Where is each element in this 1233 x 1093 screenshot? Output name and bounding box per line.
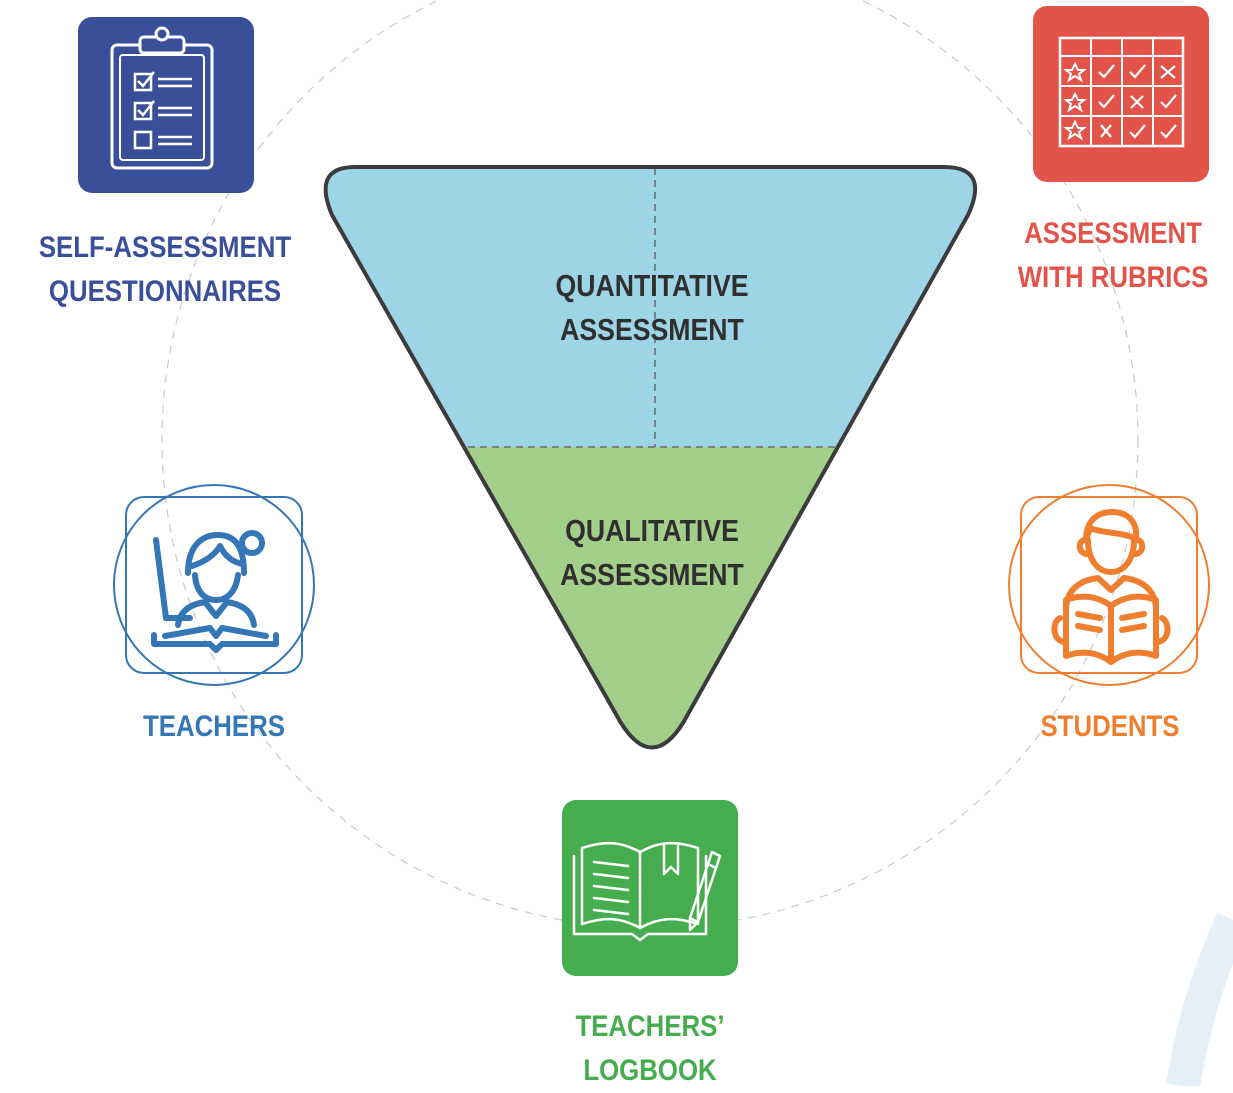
clipboard-checklist-icon [78, 17, 254, 193]
rubrics-label: ASSESSMENT WITH RUBRICS [1010, 212, 1216, 300]
student-reading-icon [1008, 484, 1210, 686]
decorative-arc [1166, 912, 1233, 1089]
self-assessment-line2: QUESTIONNAIRES [48, 275, 282, 308]
qualitative-section [325, 447, 976, 748]
students-label: STUDENTS [1015, 705, 1204, 749]
self-assessment-line1: SELF-ASSESSMENT [38, 231, 292, 264]
triangle-body [325, 167, 976, 748]
logbook-line2: LOGBOOK [583, 1054, 717, 1087]
logbook-line1: TEACHERS’ [575, 1010, 725, 1043]
students-line1: STUDENTS [1040, 710, 1180, 743]
teachers-label: TEACHERS [119, 705, 308, 749]
rubric-grid-icon [1033, 6, 1209, 182]
qualitative-label: QUALITATIVE ASSESSMENT [523, 509, 781, 597]
rubrics-line2: WITH RUBRICS [1017, 261, 1209, 294]
teacher-icon [113, 484, 315, 686]
quantitative-line2: ASSESSMENT [560, 312, 744, 347]
qualitative-line2: ASSESSMENT [560, 557, 744, 592]
qualitative-line1: QUALITATIVE [565, 513, 739, 548]
teachers-line1: TEACHERS [143, 710, 285, 743]
open-book-pen-icon [562, 800, 738, 976]
rubrics-line1: ASSESSMENT [1024, 217, 1202, 250]
triangle-outline [323, 165, 978, 750]
quantitative-line1: QUANTITATIVE [555, 268, 749, 303]
quantitative-label: QUANTITATIVE ASSESSMENT [523, 264, 781, 352]
self-assessment-label: SELF-ASSESSMENT QUESTIONNAIRES [23, 226, 307, 314]
logbook-label: TEACHERS’ LOGBOOK [547, 1005, 753, 1093]
